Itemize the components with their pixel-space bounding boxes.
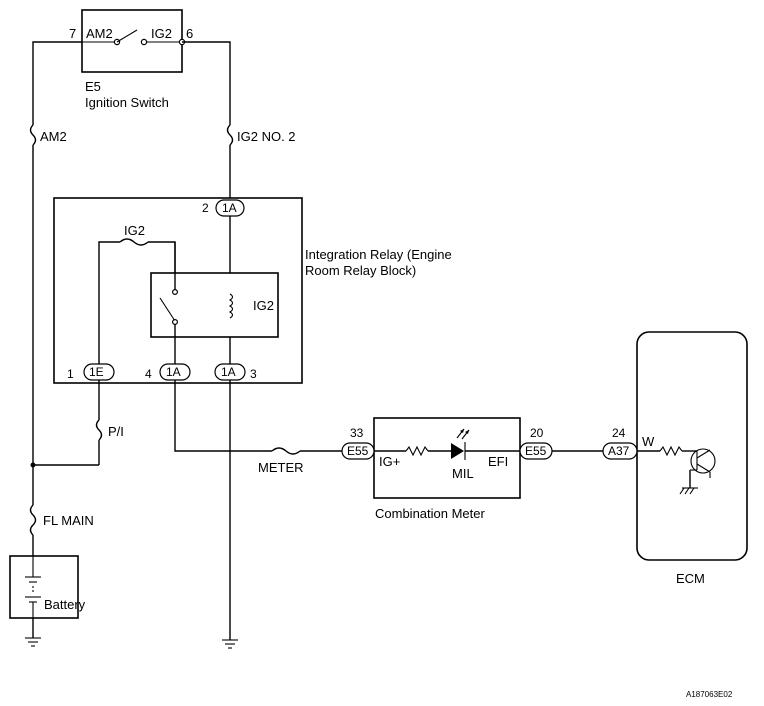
wire-4-to-meter bbox=[174, 380, 272, 452]
battery: Battery bbox=[9, 555, 86, 619]
fuse-am2-symbol bbox=[29, 124, 37, 146]
mil-light-arrow-1 bbox=[460, 429, 464, 433]
ignition-pin-6: 6 bbox=[186, 26, 193, 41]
ignition-switch-box bbox=[81, 9, 183, 73]
relay-switch-blade bbox=[159, 297, 176, 322]
ecm-pin: 24 bbox=[612, 426, 626, 440]
relay-contact-lower bbox=[172, 319, 179, 326]
ecm-ground-hatch-3 bbox=[689, 487, 695, 495]
connector-a37-code: A37 bbox=[608, 444, 630, 458]
fuse-pi-symbol bbox=[95, 419, 103, 441]
relay-contact-upper bbox=[172, 289, 179, 296]
ecm-ground-hatch-2 bbox=[684, 487, 690, 495]
ignition-am2-label: AM2 bbox=[86, 26, 113, 41]
combination-meter: 33 E55 IG+ MIL EFI 20 E55 Combination Me… bbox=[341, 417, 553, 521]
am2-branch: AM2 FL MAIN bbox=[29, 41, 99, 556]
fuse-ig2-relay-symbol bbox=[119, 238, 149, 246]
meter-ig-label: IG+ bbox=[379, 454, 400, 469]
wire-am2-top bbox=[32, 41, 82, 125]
wire-ig2-top bbox=[182, 41, 231, 125]
pi-branch: P/I bbox=[95, 380, 124, 465]
combination-meter-name: Combination Meter bbox=[375, 506, 485, 521]
ig2-no2-branch: IG2 NO. 2 bbox=[182, 41, 296, 198]
fuse-pi-label: P/I bbox=[108, 424, 124, 439]
ecm-wire-color: W bbox=[642, 434, 655, 449]
ecm-ground-hatch-1 bbox=[679, 487, 685, 495]
connector-1a-3-pin: 3 bbox=[250, 367, 257, 381]
meter-out-pin: 20 bbox=[530, 426, 544, 440]
mil-label: MIL bbox=[452, 466, 474, 481]
mil-led-symbol bbox=[451, 443, 464, 459]
connector-1a-3-code: 1A bbox=[221, 365, 236, 379]
combination-meter-box bbox=[373, 417, 521, 499]
figure-id: A187063E02 bbox=[686, 690, 733, 699]
wire-relay-left bbox=[98, 241, 120, 364]
relay-coil-label: IG2 bbox=[253, 298, 274, 313]
meter-in-pin: 33 bbox=[350, 426, 364, 440]
ignition-switch-blade bbox=[116, 29, 138, 43]
relay-coil-symbol bbox=[228, 293, 234, 319]
ecm-transistor-emitter bbox=[696, 463, 711, 473]
meter-resistor-symbol bbox=[405, 445, 429, 457]
connector-relay-top-pin: 2 bbox=[202, 201, 209, 215]
connector-1a-4-code: 1A bbox=[166, 365, 181, 379]
connector-1a-4-pin: 4 bbox=[145, 367, 152, 381]
battery-label: Battery bbox=[44, 597, 86, 612]
fuse-meter-label: METER bbox=[258, 460, 304, 475]
mil-light-arrow-2 bbox=[465, 430, 469, 434]
ecm-transistor-collector bbox=[696, 449, 711, 459]
fuse-ig2-relay-label: IG2 bbox=[124, 223, 145, 238]
meter-feed: METER bbox=[174, 380, 342, 475]
fuse-ig2-no2-label: IG2 NO. 2 bbox=[237, 129, 296, 144]
fuse-fl-main-symbol bbox=[29, 504, 37, 536]
ignition-contact-ig2 bbox=[140, 38, 148, 46]
connector-relay-top-code: 1A bbox=[222, 201, 237, 215]
ecm-name: ECM bbox=[676, 571, 705, 586]
integration-relay-name-1: Integration Relay (Engine bbox=[305, 247, 452, 262]
integration-relay: 1A 2 IG2 IG2 1E 1 1A 4 1A 3 bbox=[53, 197, 303, 384]
fuse-fl-main-label: FL MAIN bbox=[43, 513, 94, 528]
relay-inner-box bbox=[150, 272, 279, 338]
connector-1e-code: 1E bbox=[89, 365, 104, 379]
connector-1e-pin: 1 bbox=[67, 367, 74, 381]
ecm: 24 A37 W ECM bbox=[552, 331, 748, 586]
ground-relay bbox=[222, 380, 238, 649]
connector-e55-out-code: E55 bbox=[525, 444, 547, 458]
battery-box bbox=[9, 555, 79, 619]
ground-battery bbox=[25, 618, 41, 647]
ecm-box bbox=[636, 331, 748, 561]
ignition-pin-7: 7 bbox=[69, 26, 76, 41]
ignition-ig2-label: IG2 bbox=[151, 26, 172, 41]
fuse-meter-symbol bbox=[271, 447, 301, 455]
ecm-resistor-symbol bbox=[659, 445, 683, 457]
connector-e55-in-code: E55 bbox=[347, 444, 369, 458]
ecm-transistor-symbol bbox=[690, 448, 716, 474]
integration-relay-name-2: Room Relay Block) bbox=[305, 263, 416, 278]
ignition-switch: 7 AM2 IG2 6 E5 Ignition Switch bbox=[69, 9, 193, 110]
fuse-am2-label: AM2 bbox=[40, 129, 67, 144]
ignition-switch-code: E5 bbox=[85, 79, 101, 94]
fuse-ig2-no2-symbol bbox=[226, 124, 234, 146]
ignition-switch-name: Ignition Switch bbox=[85, 95, 169, 110]
meter-efi-label: EFI bbox=[488, 454, 508, 469]
